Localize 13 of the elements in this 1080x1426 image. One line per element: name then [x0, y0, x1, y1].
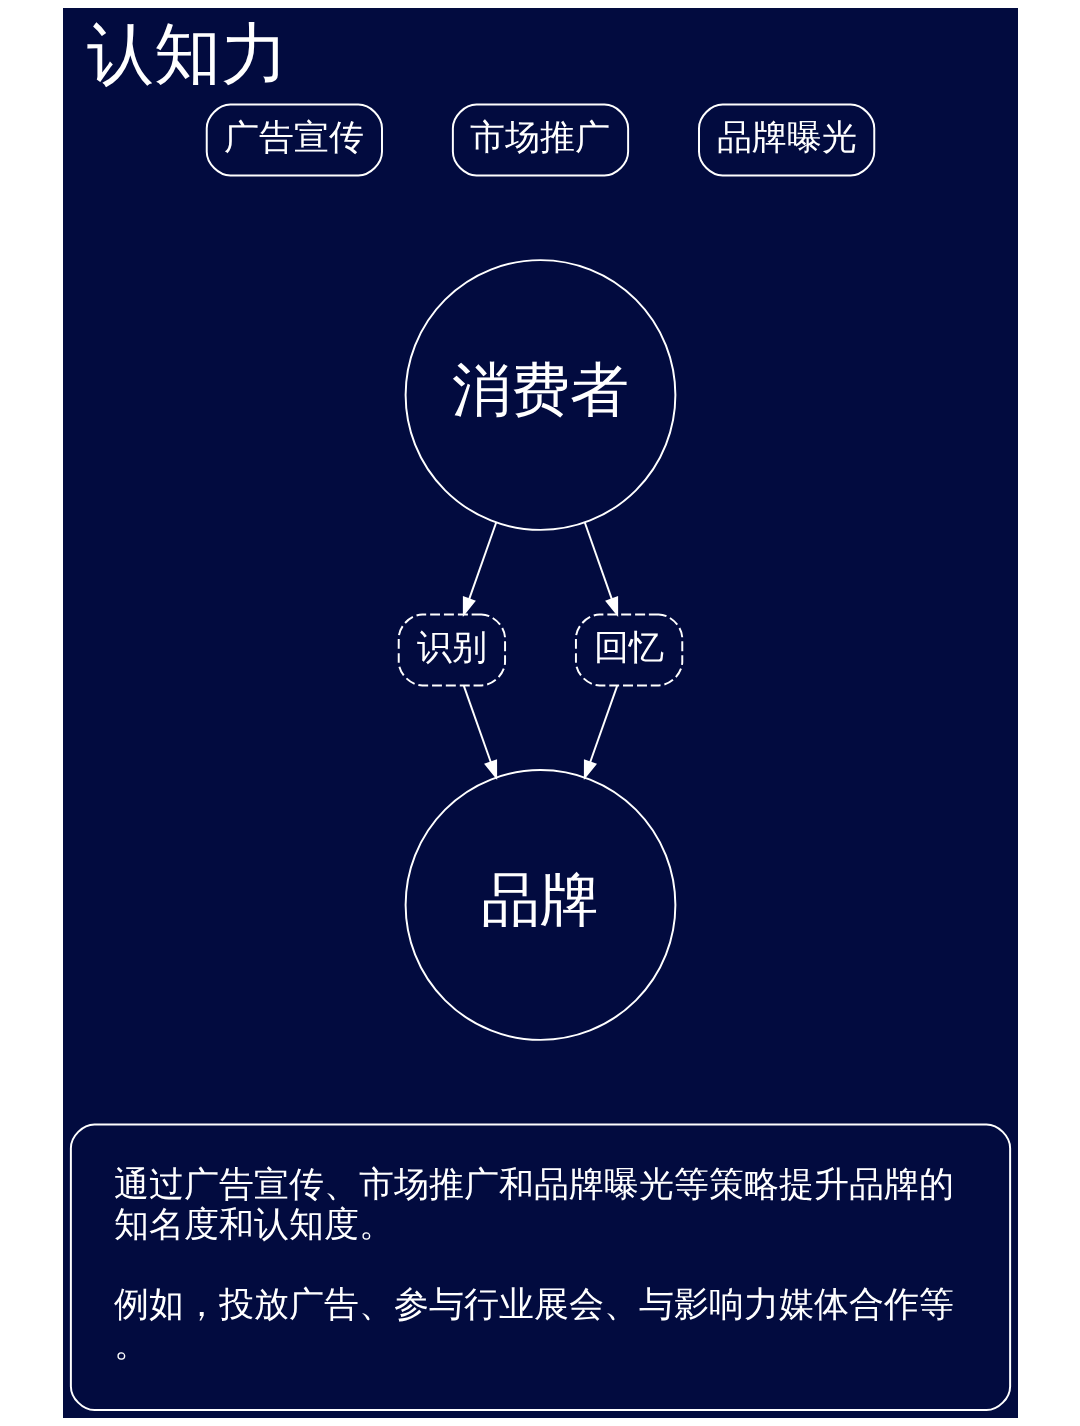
node-box: 通过广告宣传、市场推广和品牌曝光等策略提升品牌的知名度和认知度。 例如，投放广告、参与行业展会、与影响力媒体合作等。	[69, 1123, 1011, 1412]
arrow	[462, 684, 497, 781]
node-circle: 消费者	[404, 259, 676, 531]
node-box: 回忆	[574, 613, 683, 687]
node-box: 市场推广	[451, 103, 629, 177]
node-circle: 品牌	[404, 769, 676, 1041]
node-box: 广告宣传	[205, 103, 383, 177]
arrow	[583, 684, 618, 781]
node-box: 品牌曝光	[697, 103, 875, 177]
diagram-title: 认知力	[86, 15, 288, 94]
node-box: 识别	[397, 613, 506, 687]
arrow	[462, 521, 497, 617]
arrow	[583, 521, 618, 617]
